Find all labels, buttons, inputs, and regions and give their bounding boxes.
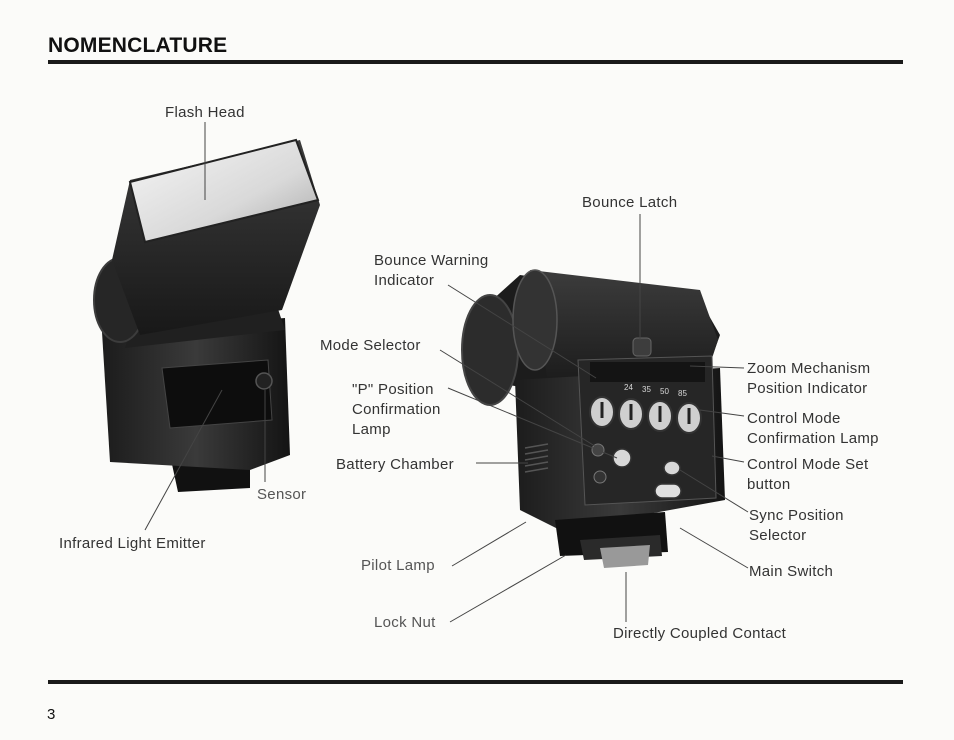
label-lock-nut: Lock Nut: [374, 614, 436, 631]
bottom-rule: [48, 680, 903, 684]
leader-lines: [144, 122, 749, 623]
page-number: 3: [47, 706, 56, 723]
label-mode-selector: Mode Selector: [320, 337, 421, 354]
label-zoom-mechanism-position-indicator: Zoom Mechanism Position Indicator: [747, 360, 871, 397]
label-control-mode-confirmation-lamp: Control Mode Confirmation Lamp: [747, 410, 879, 447]
label-control-mode-set-button: Control Mode Set button: [747, 456, 869, 493]
label-sensor: Sensor: [257, 486, 307, 503]
label-main-switch: Main Switch: [749, 563, 834, 580]
label-bounce-warning-indicator: Bounce Warning Indicator: [374, 252, 489, 289]
zoom-35: 35: [642, 385, 651, 394]
sensor-dot: [255, 372, 273, 390]
label-p-position-confirmation-lamp: "P" Position Confirmation Lamp: [352, 381, 441, 438]
label-battery-chamber: Battery Chamber: [336, 456, 454, 473]
zoom-85: 85: [678, 389, 687, 398]
page-title: NOMENCLATURE: [48, 34, 228, 57]
zoom-position-numbers: 24 35 50 85: [624, 383, 687, 398]
label-infrared-light-emitter: Infrared Light Emitter: [59, 535, 206, 552]
label-sync-position-selector: Sync Position Selector: [749, 507, 844, 544]
label-flash-head: Flash Head: [165, 104, 245, 121]
label-directly-coupled-contact: Directly Coupled Contact: [613, 625, 787, 642]
zoom-50: 50: [660, 387, 669, 396]
flash-front-view: [93, 138, 320, 492]
flash-rear-view: [461, 269, 725, 568]
label-pilot-lamp: Pilot Lamp: [361, 557, 435, 574]
zoom-24: 24: [624, 383, 633, 392]
bounce-latch-knob: [632, 337, 652, 357]
top-rule: [48, 60, 903, 64]
label-bounce-latch: Bounce Latch: [582, 194, 678, 211]
